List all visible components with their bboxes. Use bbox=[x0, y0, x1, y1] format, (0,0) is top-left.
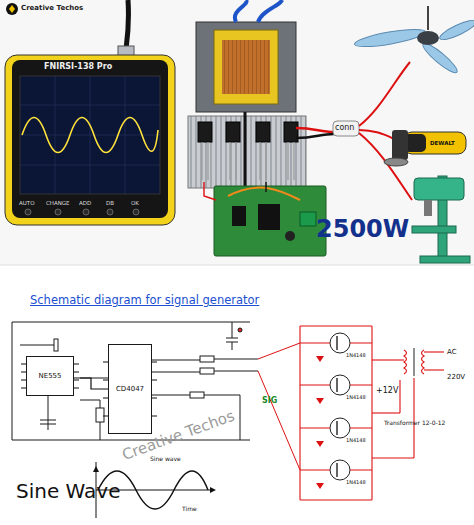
chip-pin bbox=[74, 388, 79, 389]
heatsink bbox=[188, 116, 306, 188]
label-text: Sine Wave bbox=[16, 480, 120, 503]
chip-pin bbox=[152, 416, 157, 417]
label-text: 2500W bbox=[316, 216, 409, 244]
oscilloscope-body bbox=[5, 55, 175, 225]
label-text: AUTO bbox=[19, 200, 34, 206]
diagram-title: Schematic diagram for signal generator bbox=[30, 294, 259, 307]
chip-pin bbox=[152, 380, 157, 381]
label-text: conn bbox=[335, 123, 354, 132]
logo-mark bbox=[6, 3, 18, 15]
photo-ground bbox=[0, 0, 474, 265]
signal-pcb bbox=[214, 186, 326, 256]
ceiling-fan bbox=[354, 6, 474, 76]
chip-pin bbox=[74, 380, 79, 381]
label-text: ADD bbox=[79, 200, 91, 206]
label-text: CHANGE bbox=[46, 200, 70, 206]
label-text: OK bbox=[131, 200, 139, 206]
chip-pin bbox=[74, 364, 79, 365]
mosfet-symbols bbox=[300, 333, 372, 489]
label-text: Time bbox=[182, 506, 197, 513]
chip-pin bbox=[74, 372, 79, 373]
chip-label: CD4047 bbox=[116, 385, 144, 393]
output-wire bbox=[296, 128, 334, 132]
part-number: 1N4148 bbox=[346, 395, 366, 401]
label-text: SIG bbox=[262, 396, 277, 405]
label-text: AC bbox=[447, 348, 457, 356]
oscilloscope-screen bbox=[20, 76, 160, 194]
label-text: Sine wave bbox=[150, 456, 181, 463]
ic-chip: NE555 bbox=[26, 356, 74, 396]
part-number: 1N4148 bbox=[346, 353, 366, 359]
connector-block bbox=[333, 121, 359, 136]
signal-wire bbox=[74, 378, 108, 389]
label-text: 220V bbox=[447, 373, 465, 381]
angle-grinder bbox=[384, 130, 466, 166]
scope-waveform bbox=[22, 118, 158, 153]
h-bridge-schematic bbox=[300, 326, 444, 500]
chip-pin bbox=[152, 362, 157, 363]
drill-press bbox=[412, 176, 470, 263]
label-text: FNIRSI-138 Pro bbox=[44, 62, 112, 71]
chip-pin bbox=[152, 398, 157, 399]
ic-chip: CD4047 bbox=[108, 344, 152, 434]
label-text: DB bbox=[106, 200, 114, 206]
chip-label: NE555 bbox=[38, 372, 61, 380]
label-text: Transformer 12-0-12 bbox=[384, 420, 445, 427]
part-number: 1N4148 bbox=[346, 438, 366, 444]
label-text: DEWALT bbox=[430, 140, 455, 146]
part-number: 1N4148 bbox=[346, 480, 366, 486]
label-text: Creative Techos bbox=[21, 4, 83, 12]
label-text: +12V bbox=[376, 386, 398, 395]
transformer-core bbox=[196, 22, 296, 112]
